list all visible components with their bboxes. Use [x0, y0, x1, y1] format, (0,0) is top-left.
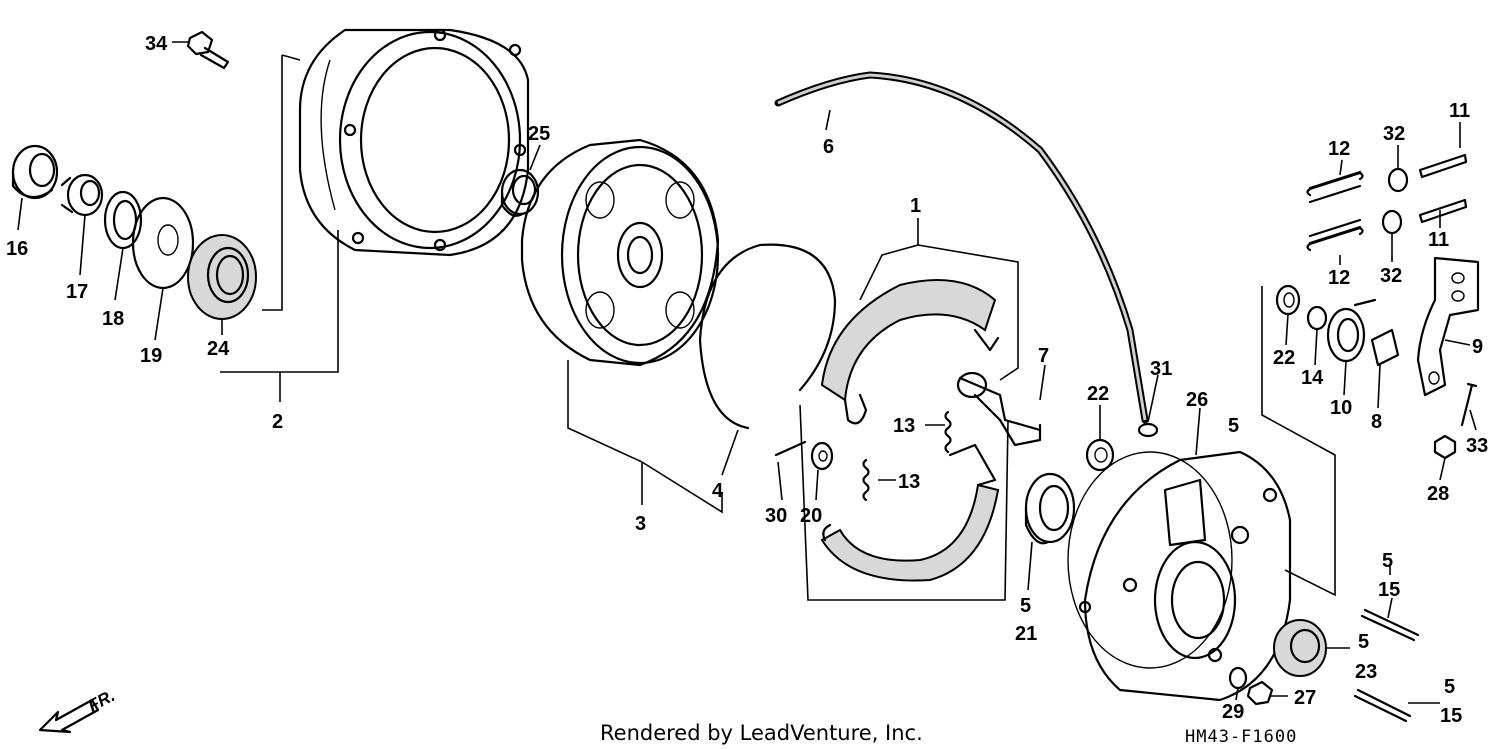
part-10-return-spring: [1326, 298, 1377, 363]
callout-4: 4: [712, 480, 724, 502]
callout-12-upper: 12: [1328, 138, 1350, 160]
part-12-spring-lower: [1306, 218, 1364, 252]
part-27-bolt: [1246, 680, 1274, 706]
part-28-nut: [1433, 434, 1457, 460]
callout-labels: 34 16 17 18 19 24 2 25 3 4 6 1 7 22 31 2…: [6, 33, 1488, 727]
callout-3: 3: [635, 513, 646, 535]
callout-6: 6: [823, 136, 834, 158]
part-17-collar: [60, 173, 104, 217]
callout-33: 33: [1466, 435, 1488, 457]
callout-24: 24: [207, 338, 230, 360]
callout-18: 18: [102, 308, 124, 330]
leader-lines: [17, 41, 1477, 704]
callout-7: 7: [1038, 345, 1049, 367]
part-21-oil-seal: [1024, 472, 1076, 545]
diagram-code: HM43-F1600: [1185, 727, 1297, 747]
part-19-plate-washer: [131, 196, 195, 290]
part-15-stud-lower: [1353, 688, 1412, 723]
part-4-circlip: [698, 243, 837, 430]
part-5-brake-panel: [1078, 450, 1292, 702]
part-32-collar-upper: [1387, 167, 1409, 193]
callout-1: 1: [910, 195, 921, 217]
part-7-brake-cam: [956, 371, 1042, 447]
part-8-indicator-plate: [1370, 328, 1400, 367]
part-6-breather-tube-inner: [777, 73, 1147, 421]
callout-21: 21: [1015, 623, 1037, 645]
callout-32-lower: 32: [1380, 265, 1402, 287]
part-34-bolt: [186, 30, 230, 70]
callout-16: 16: [6, 238, 28, 260]
part-26-o-ring: [1067, 451, 1233, 669]
part-22-o-ring-right: [1275, 284, 1301, 316]
part-11-pin-lower: [1418, 198, 1468, 224]
callout-5-bearing: 5: [1358, 631, 1369, 653]
callout-5-stud-lower: 5: [1444, 676, 1455, 698]
callout-5-panel: 5: [1228, 415, 1239, 437]
callout-31: 31: [1150, 358, 1172, 380]
callout-28: 28: [1427, 483, 1449, 505]
part-3-brake-hub: [520, 138, 720, 367]
part-33-bolt: [1460, 382, 1478, 427]
part-30-pin: [774, 440, 807, 457]
part-32-collar-lower: [1381, 209, 1403, 235]
part-15-stud-upper: [1360, 608, 1420, 642]
callout-34: 34: [145, 33, 168, 55]
callout-14: 14: [1301, 367, 1324, 389]
part-14-washer: [1306, 305, 1328, 331]
callout-11-lower: 11: [1428, 229, 1449, 251]
render-credit: Rendered by LeadVenture, Inc.: [600, 721, 923, 745]
callout-25: 25: [528, 123, 550, 145]
front-direction-indicator: FR.: [38, 686, 118, 734]
callout-22-cam: 22: [1087, 383, 1109, 405]
part-24-bearing: [187, 234, 257, 320]
part-13-spring-lower: [862, 458, 870, 502]
part-16-lock-nut: [11, 144, 59, 200]
callout-27: 27: [1294, 687, 1316, 709]
part-29-washer: [1228, 666, 1248, 690]
part-13-spring-upper: [944, 410, 952, 454]
callout-23: 23: [1355, 661, 1377, 683]
callout-12-lower: 12: [1328, 267, 1350, 289]
callout-11-upper: 11: [1449, 100, 1470, 122]
part-25-oil-seal: [500, 168, 540, 217]
callout-32-upper: 32: [1383, 123, 1405, 145]
part-23-bearing: [1273, 619, 1327, 677]
callout-8: 8: [1371, 411, 1382, 433]
callout-17: 17: [66, 281, 88, 303]
part-11-pin-upper: [1418, 153, 1468, 179]
callout-29: 29: [1222, 701, 1244, 723]
part-20-washer: [810, 441, 834, 471]
callout-2: 2: [272, 411, 283, 433]
callout-19: 19: [140, 345, 162, 367]
callout-5-stud-upper: 5: [1382, 550, 1393, 572]
callout-13-lower: 13: [898, 471, 920, 493]
callout-26: 26: [1186, 389, 1208, 411]
callout-10: 10: [1330, 397, 1352, 419]
callout-22-right: 22: [1273, 347, 1295, 369]
part-18-washer: [103, 190, 143, 250]
callout-30: 30: [765, 505, 787, 527]
part-9-brake-arm: [1416, 256, 1480, 397]
callout-13-upper: 13: [893, 415, 915, 437]
part-12-spring-upper: [1306, 170, 1364, 204]
part-31-clip: [1137, 422, 1159, 438]
callout-9: 9: [1472, 336, 1483, 358]
front-arrow-icon: [38, 698, 100, 734]
part-2-brake-drum: [298, 28, 530, 257]
callout-20: 20: [800, 505, 822, 527]
callout-15-lower: 15: [1440, 705, 1462, 727]
callout-5-seal: 5: [1020, 595, 1031, 617]
callout-15-upper: 15: [1378, 579, 1400, 601]
part-1-brake-shoe-upper: [820, 279, 1000, 425]
part-1-brake-shoe-lower: [820, 443, 1000, 582]
